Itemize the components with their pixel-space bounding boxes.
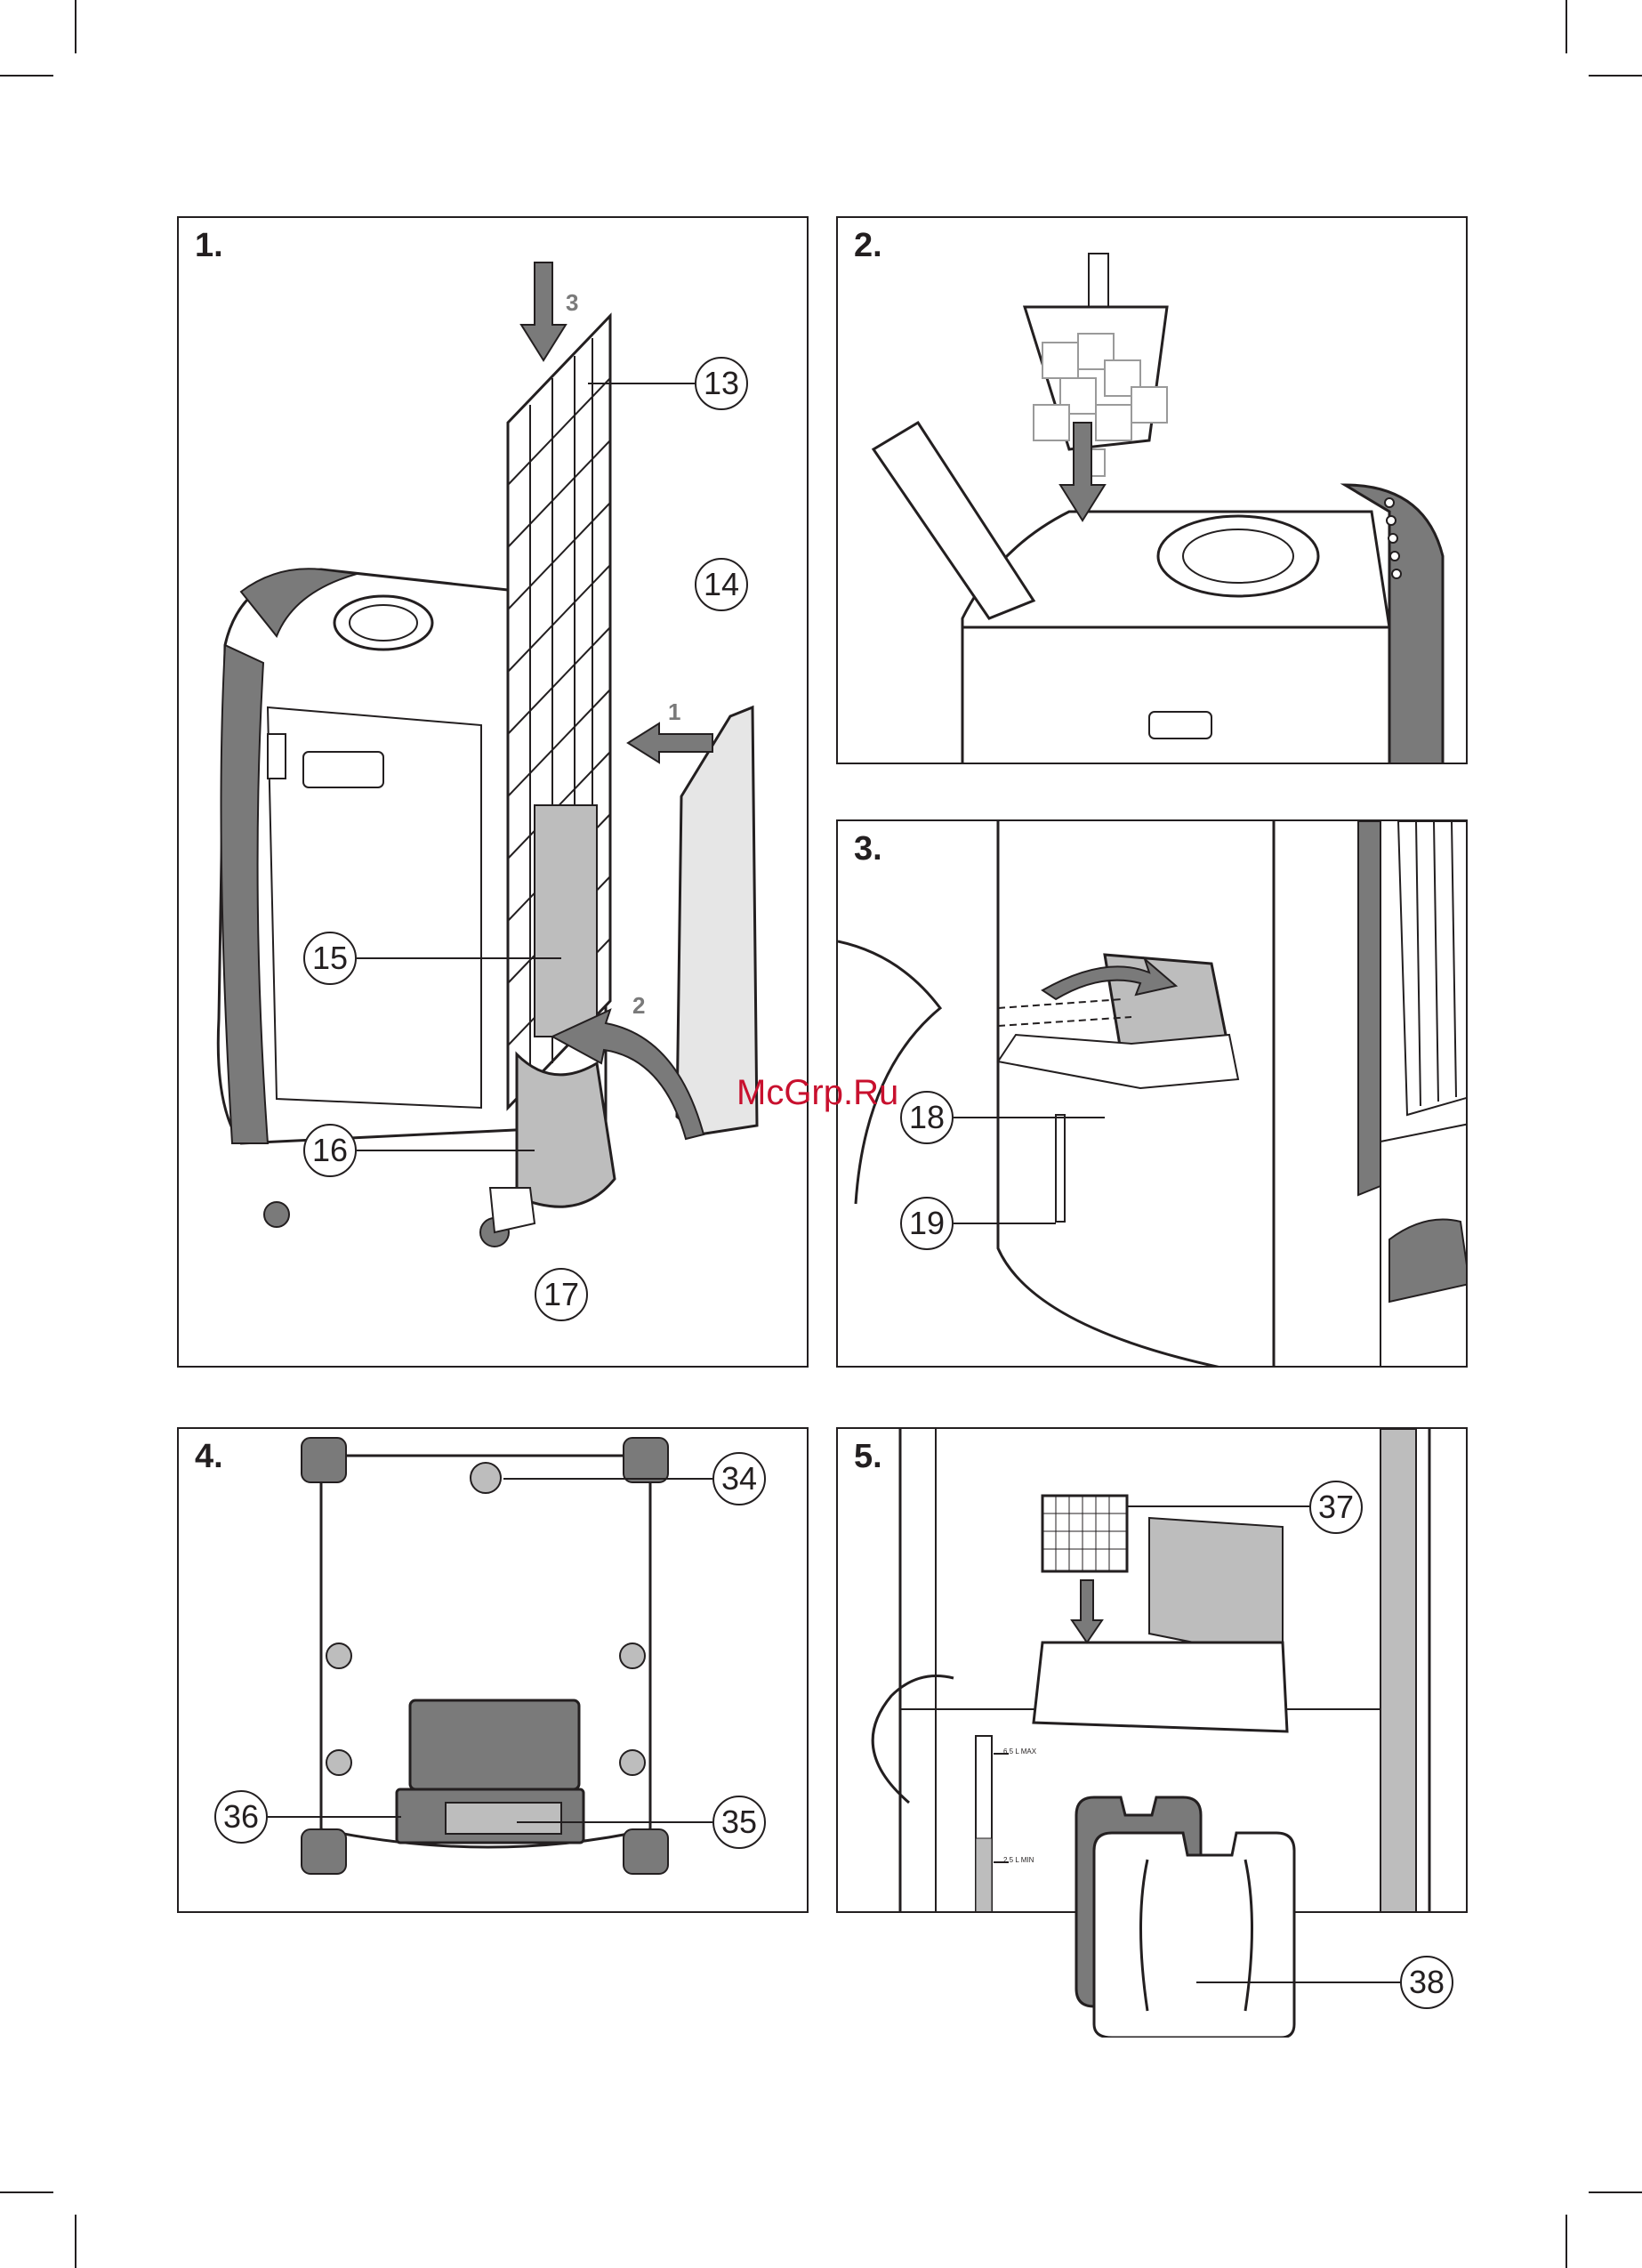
leader-line: [503, 1478, 712, 1480]
gauge-min-label: 2.5 L MIN: [1003, 1856, 1034, 1864]
panel-3: 3. 18 19: [836, 819, 1468, 1368]
callout-14: 14: [695, 558, 748, 611]
panel-2: 2.: [836, 216, 1468, 764]
crop-mark: [0, 75, 53, 77]
callout-34: 34: [712, 1452, 766, 1505]
panel-4: 4. 34 36 35: [177, 1427, 809, 1913]
callout-38: 38: [1400, 1956, 1453, 2009]
step-mark-1: 1: [668, 698, 680, 726]
leader-line: [268, 1816, 401, 1818]
crop-mark: [1566, 2215, 1567, 2268]
callout-16: 16: [303, 1124, 357, 1177]
leader-line: [517, 1821, 712, 1823]
leader-line: [954, 1117, 1105, 1118]
callout-36: 36: [214, 1790, 268, 1844]
ice-pack-filling-illustration: [838, 218, 1468, 764]
callout-35: 35: [712, 1796, 766, 1849]
leader-line: [1196, 1981, 1400, 1983]
callout-19: 19: [900, 1197, 954, 1250]
crop-mark: [75, 2215, 76, 2268]
step-mark-2: 2: [632, 992, 645, 1020]
leader-line: [1127, 1505, 1309, 1507]
crop-mark: [1566, 0, 1567, 53]
callout-15: 15: [303, 932, 357, 985]
leader-line: [357, 1150, 535, 1151]
ice-pack-illustration: [1058, 1788, 1325, 2038]
callout-37: 37: [1309, 1481, 1363, 1534]
callout-13: 13: [695, 357, 748, 410]
leader-line: [357, 957, 561, 959]
underside-view-illustration: [179, 1429, 809, 1913]
leader-line: [588, 383, 695, 384]
crop-mark: [75, 0, 76, 53]
step-mark-3: 3: [566, 289, 578, 317]
crop-mark: [0, 2191, 53, 2193]
gauge-max-label: 6.5 L MAX: [1003, 1747, 1036, 1755]
crop-mark: [1589, 75, 1642, 77]
callout-18: 18: [900, 1091, 954, 1144]
callout-17: 17: [535, 1268, 588, 1321]
watermark: McGrp.Ru: [736, 1073, 898, 1113]
crop-mark: [1589, 2191, 1642, 2193]
leader-line: [954, 1223, 1056, 1224]
panel-1: 1. 13 14: [177, 216, 809, 1368]
